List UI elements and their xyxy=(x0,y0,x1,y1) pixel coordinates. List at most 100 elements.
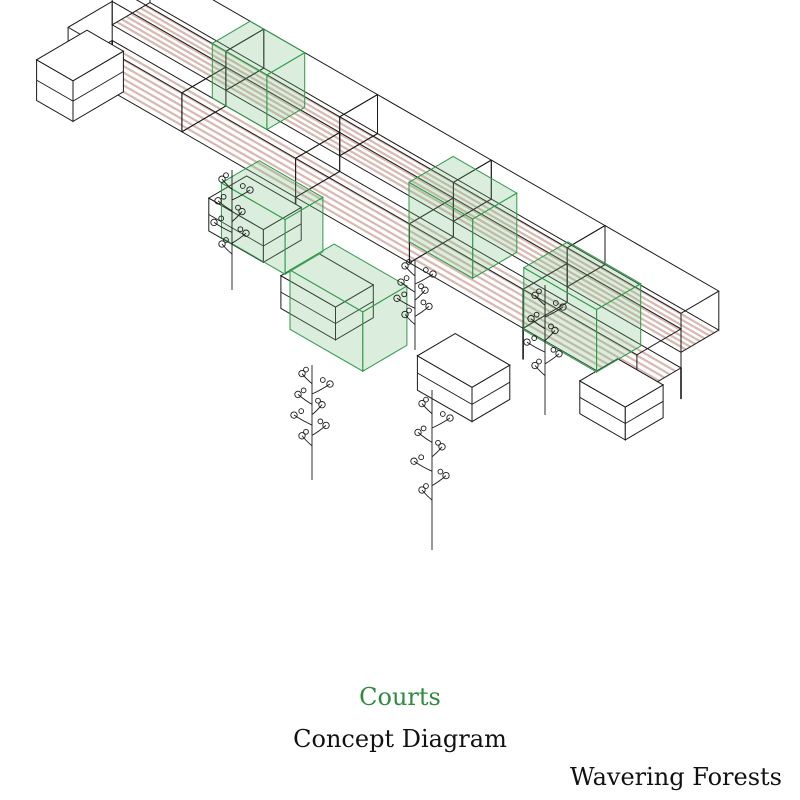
tree-leaf xyxy=(422,267,429,273)
floor-slat xyxy=(590,271,706,340)
tree-branch xyxy=(231,211,243,222)
tree-leaf xyxy=(523,338,531,346)
tree-branch xyxy=(231,189,251,201)
tree-leaf xyxy=(555,350,563,358)
floor-slat xyxy=(348,149,464,217)
tree-branch xyxy=(221,243,233,255)
floor-slat xyxy=(333,173,449,242)
tree-leaf xyxy=(531,291,539,299)
tree-leaf xyxy=(410,457,418,465)
tree-leaf xyxy=(315,397,321,404)
tree-branch xyxy=(544,330,556,341)
tree-icon xyxy=(290,365,334,480)
tree-leaf xyxy=(246,186,254,194)
floor-slat xyxy=(436,245,552,314)
tree-branch xyxy=(530,318,546,330)
floor-slat xyxy=(192,124,308,192)
tree-leaf xyxy=(218,240,226,248)
box-floor-line xyxy=(263,223,302,247)
floor-slat xyxy=(197,121,313,189)
project-name: Wavering Forests xyxy=(570,763,782,791)
tree-leaf xyxy=(548,323,554,330)
floor-slat xyxy=(447,239,563,307)
tree-branch xyxy=(526,341,546,353)
court-face xyxy=(220,160,324,221)
tree-branch xyxy=(534,365,546,376)
tree-branch xyxy=(417,432,433,443)
floor-slat xyxy=(462,214,578,283)
floor-slat xyxy=(430,248,546,317)
box-floor-line xyxy=(471,381,511,405)
tree-leaf xyxy=(425,302,433,311)
floor-slat xyxy=(362,140,478,209)
tree-leaf xyxy=(531,361,539,370)
tree-leaf xyxy=(317,418,324,425)
tree-leaf xyxy=(418,454,425,461)
court-face xyxy=(211,20,306,76)
tree-branch xyxy=(400,281,416,293)
tree-leaf xyxy=(550,346,557,353)
tree-leaf xyxy=(423,483,429,489)
tree-branch xyxy=(431,446,443,458)
tree-leaf xyxy=(294,390,302,399)
tree-branch xyxy=(544,353,560,365)
tree-branch xyxy=(431,475,447,486)
floor-slat xyxy=(230,86,345,154)
tree-leaf xyxy=(552,300,559,306)
tree-branch xyxy=(301,435,313,447)
tree-leaf xyxy=(437,468,444,475)
floor-slat xyxy=(576,280,691,348)
tree-branch xyxy=(213,222,233,233)
tree-icon xyxy=(523,285,567,415)
tree-leaf xyxy=(298,432,306,440)
box-floor-line xyxy=(417,372,473,405)
floor-slat xyxy=(550,311,665,379)
tree-leaf xyxy=(239,183,246,189)
tree-leaf xyxy=(242,229,250,237)
floor-slat xyxy=(419,255,535,323)
tree-leaf xyxy=(322,421,330,430)
tree-branch xyxy=(431,417,451,429)
floor-slat xyxy=(203,117,319,186)
tree-branch xyxy=(421,489,433,501)
tree-branch xyxy=(396,297,416,309)
tree-leaf xyxy=(533,311,540,318)
tree-icon xyxy=(393,259,437,350)
tree-branch xyxy=(221,178,233,190)
floor-slat xyxy=(300,193,416,261)
tree-branch xyxy=(311,425,327,436)
floor-slats xyxy=(73,4,715,392)
tree-leaf xyxy=(401,291,408,298)
tree-leaf xyxy=(420,299,427,306)
box-floor-line xyxy=(208,214,264,247)
tree-leaf xyxy=(303,428,309,435)
tree-leaf xyxy=(435,439,441,446)
tree-icon xyxy=(410,390,454,550)
tree-leaf xyxy=(298,408,305,414)
floor-slat xyxy=(306,189,421,258)
floor-slat xyxy=(594,269,710,337)
tree-leaf xyxy=(531,335,538,341)
tree-branch xyxy=(534,295,546,306)
tree-leaf xyxy=(220,193,227,200)
floor-slat xyxy=(135,9,251,78)
tree-branch xyxy=(297,394,313,405)
box-face xyxy=(578,358,665,408)
floor-slat xyxy=(253,72,369,141)
tree-leaf xyxy=(393,294,401,302)
tree-branch xyxy=(413,460,433,472)
tree-leaf xyxy=(442,471,450,480)
tree-branch xyxy=(544,306,564,318)
tree-leaf xyxy=(223,237,229,243)
diagram-title: Concept Diagram xyxy=(293,725,507,753)
box-floor-line xyxy=(72,71,124,102)
floor-slat xyxy=(208,114,324,183)
tree-branch xyxy=(414,273,434,285)
tree-leaf xyxy=(423,396,429,403)
tree-branch xyxy=(231,232,247,244)
floor-slat xyxy=(343,152,459,220)
floor-slat xyxy=(116,21,232,89)
structural-frame xyxy=(67,0,720,425)
trees xyxy=(210,170,567,550)
tree-leaf xyxy=(397,278,405,286)
